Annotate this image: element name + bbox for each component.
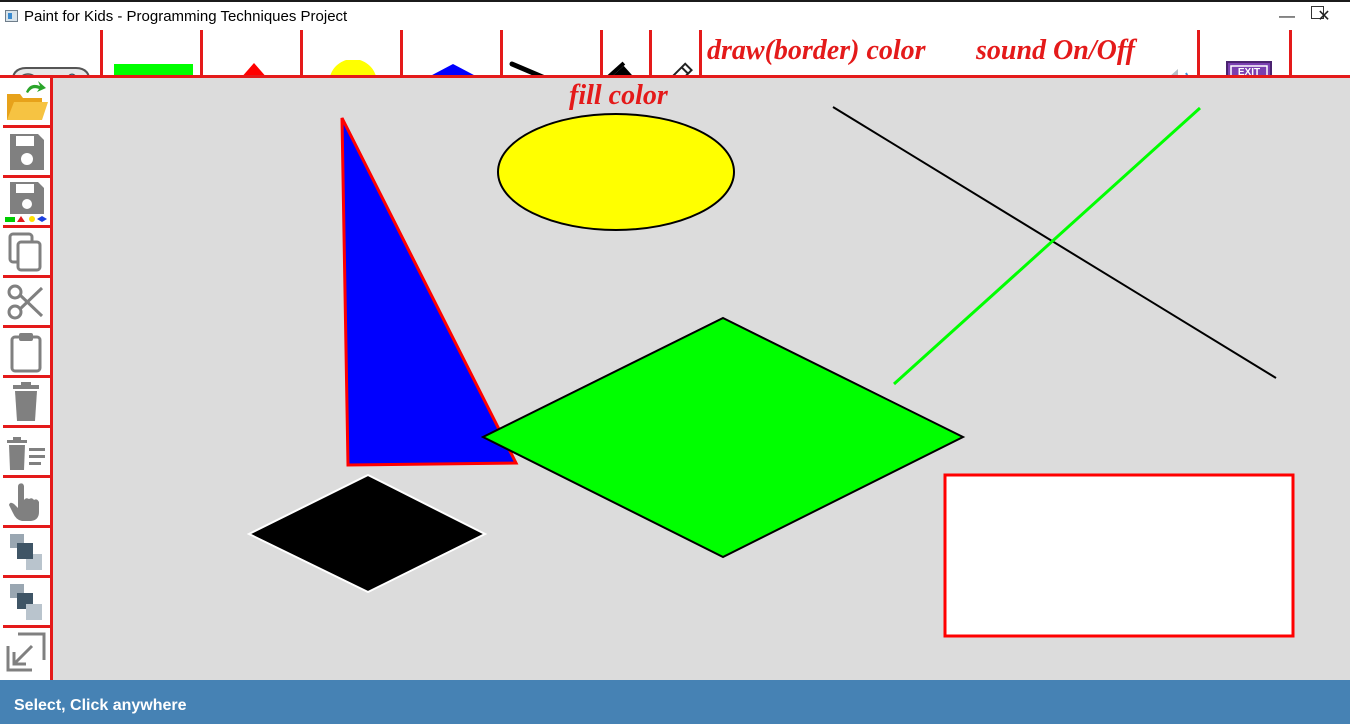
sidebar-item-paste[interactable] bbox=[4, 330, 48, 374]
open-folder-icon bbox=[7, 81, 48, 120]
sidebar-item-resize[interactable] bbox=[4, 630, 48, 674]
sidebar-item-copy[interactable] bbox=[4, 230, 48, 274]
toolbar-separator bbox=[1289, 30, 1292, 76]
toolbar-separator bbox=[100, 30, 103, 76]
exit-label: EXIT bbox=[1237, 67, 1261, 78]
toolbar-separator bbox=[600, 30, 603, 76]
sidebar-separator bbox=[3, 125, 50, 128]
sidebar-separator bbox=[3, 325, 50, 328]
sidebar bbox=[0, 78, 52, 680]
toolbar: draw(border) color sound On/Off EXIT bbox=[0, 30, 1350, 107]
window-top-border bbox=[0, 0, 1350, 2]
app-icon bbox=[5, 10, 18, 22]
toolbar-separator bbox=[649, 30, 652, 76]
sound-label: sound On/Off bbox=[976, 35, 1135, 66]
status-bar: Select, Click anywhere bbox=[0, 680, 1350, 724]
sidebar-separator bbox=[3, 225, 50, 228]
sidebar-item-delete[interactable] bbox=[4, 380, 48, 424]
toolbar-bottom-border bbox=[0, 75, 1350, 78]
toolbar-separator bbox=[500, 30, 503, 76]
ellipse-shape[interactable] bbox=[497, 113, 735, 231]
close-button[interactable]: ✕ bbox=[1317, 8, 1331, 25]
toolbar-separator bbox=[400, 30, 403, 76]
window-title: Paint for Kids - Programming Techniques … bbox=[24, 8, 348, 25]
sidebar-item-save-by-type[interactable] bbox=[4, 180, 48, 224]
bring-front-icon bbox=[10, 584, 42, 620]
sidebar-item-clear-all[interactable] bbox=[4, 430, 48, 474]
sidebar-separator bbox=[3, 375, 50, 378]
sidebar-separator bbox=[3, 275, 50, 278]
title-bar: Paint for Kids - Programming Techniques … bbox=[0, 2, 1350, 30]
green-rhombus-shape[interactable] bbox=[480, 316, 966, 559]
sidebar-item-send-to-back[interactable] bbox=[4, 530, 48, 574]
send-back-icon bbox=[10, 534, 42, 570]
hand-pointer-icon bbox=[9, 483, 39, 521]
sidebar-item-cut[interactable] bbox=[4, 280, 48, 324]
toolbar-separator bbox=[300, 30, 303, 76]
status-message: Select, Click anywhere bbox=[14, 697, 187, 714]
trash-icon bbox=[13, 382, 39, 421]
maximize-icon bbox=[1311, 6, 1324, 19]
sidebar-separator bbox=[3, 425, 50, 428]
save-colored-icon bbox=[5, 182, 47, 222]
maximize-button[interactable] bbox=[1265, 1, 1324, 27]
sidebar-item-load[interactable] bbox=[4, 80, 48, 124]
toolbar-separator bbox=[699, 30, 702, 76]
triangle-shape[interactable] bbox=[340, 117, 519, 467]
scissors-icon bbox=[7, 284, 44, 320]
save-icon bbox=[10, 134, 44, 170]
toolbar-separator bbox=[1197, 30, 1200, 76]
draw-color-label: draw(border) color bbox=[707, 35, 926, 66]
drawing-canvas[interactable] bbox=[53, 78, 1350, 680]
green-line-shape[interactable] bbox=[892, 106, 1202, 386]
white-rectangle-shape[interactable] bbox=[943, 473, 1295, 638]
sidebar-separator bbox=[3, 525, 50, 528]
sidebar-item-save[interactable] bbox=[4, 130, 48, 174]
sidebar-separator bbox=[3, 575, 50, 578]
fill-color-label: fill color bbox=[569, 80, 668, 111]
canvas-shapes bbox=[246, 106, 1295, 638]
sidebar-separator bbox=[3, 175, 50, 178]
sidebar-separator bbox=[3, 625, 50, 628]
copy-icon bbox=[8, 232, 42, 272]
black-rhombus-shape[interactable] bbox=[246, 473, 488, 594]
resize-icon bbox=[6, 632, 46, 672]
clipboard-icon bbox=[10, 333, 42, 373]
sidebar-item-select[interactable] bbox=[4, 480, 48, 524]
black-line-shape[interactable] bbox=[832, 106, 1277, 379]
toolbar-separator bbox=[200, 30, 203, 76]
minimize-button[interactable]: — bbox=[1279, 8, 1295, 25]
sidebar-border bbox=[50, 78, 53, 680]
trash-list-icon bbox=[7, 437, 45, 470]
sidebar-separator bbox=[3, 475, 50, 478]
sidebar-item-bring-to-front[interactable] bbox=[4, 580, 48, 624]
